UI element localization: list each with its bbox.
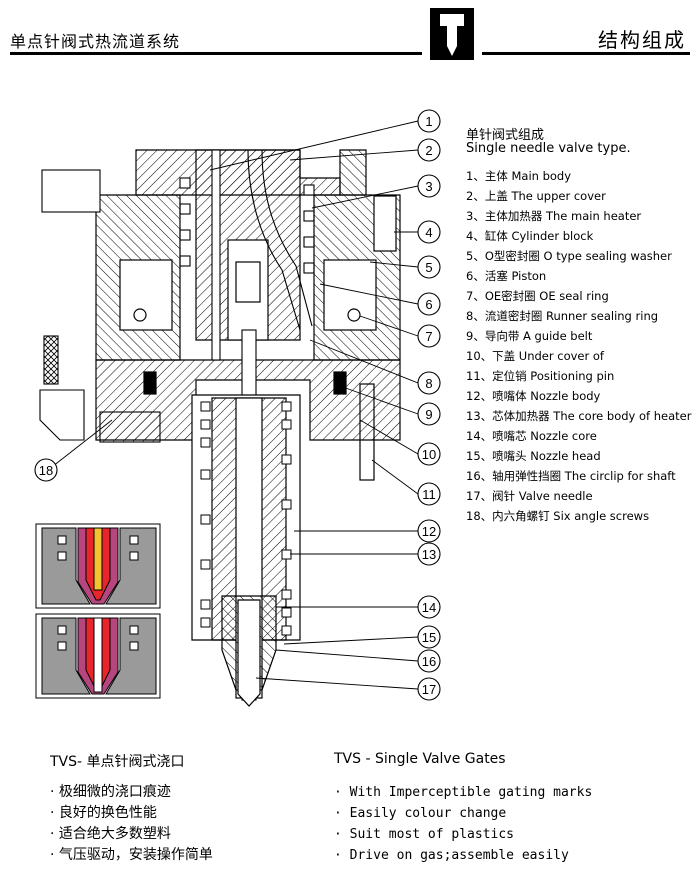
callout-12: 12 [422,524,436,539]
callout-8: 8 [425,376,432,391]
callout-10: 10 [422,447,436,462]
parts-legend: 1、主体 Main body 2、上盖 The upper cover 3、主体… [466,166,691,526]
legend-item: 5、O型密封圈 O type sealing washer [466,249,672,263]
section-title: 结构组成 [598,28,686,52]
legend-item: 9、导向带 A guide belt [466,329,593,343]
feature-item-en: · Suit most of plastics [334,827,515,842]
nozzle-heater-coil [200,401,292,636]
legend-item: 16、轴用弹性挡圈 The circlip for shaft [466,469,676,483]
features-title-en: TVS - Single Valve Gates [334,751,506,767]
legend-item: 13、芯体加热器 The core body of heater [466,409,692,423]
callout-5: 5 [425,260,432,275]
callout-16: 16 [422,654,436,669]
legend-item: 12、喷嘴体 Nozzle body [466,389,601,403]
callout-18: 18 [39,463,53,478]
legend-item: 14、喷嘴芯 Nozzle core [466,429,597,443]
legend-item: 4、缸体 Cylinder block [466,229,594,243]
callout-7: 7 [425,329,432,344]
callout-4: 4 [425,225,432,240]
heater-cable-left [39,169,161,443]
feature-item-en: · With Imperceptible gating marks [334,785,593,800]
legend-title-cn: 单针阀式组成 [466,128,545,143]
callout-3: 3 [425,179,432,194]
features-list-cn: · 极细微的浇口痕迹 · 良好的换色性能 · 适合绝大多数塑料 · 气压驱动，安… [50,782,213,866]
callout-9: 9 [425,407,432,422]
legend-item: 6、活塞 Piston [466,269,547,283]
nozzle-body [191,394,301,699]
callout-14: 14 [422,600,436,615]
legend-item: 8、流道密封圈 Runner sealing ring [466,309,659,323]
flow-channel [247,149,313,331]
legend-title-en: Single needle valve type. [466,141,631,156]
callout-circles [34,109,441,701]
feature-item-cn: · 极细微的浇口痕迹 [50,784,171,800]
feature-item-en: · Drive on gas;assemble easily [334,848,569,863]
callout-11: 11 [422,487,436,502]
document-title: 单点针阀式热流道系统 [10,32,181,51]
legend-item: 17、阀针 Valve needle [466,489,593,503]
feature-item-cn: · 气压驱动，安装操作简单 [50,847,213,863]
feature-item-cn: · 良好的换色性能 [50,805,157,821]
header-rule-left [10,52,422,55]
nozzle-logo-icon [440,14,464,56]
callout-leaders [47,120,419,690]
nozzle-tip [221,595,277,707]
legend-item: 2、上盖 The upper cover [466,189,606,203]
header-rule-right [482,52,690,55]
callout-15: 15 [422,630,436,645]
main-heater-right [303,184,315,274]
callout-2: 2 [425,143,432,158]
features-list-en: · With Imperceptible gating marks · Easi… [334,782,592,866]
callout-13: 13 [422,547,436,562]
feature-item-en: · Easily colour change [334,806,507,821]
under-cover [95,359,401,441]
callout-17: 17 [422,682,436,697]
legend-item: 7、OE密封圈 OE seal ring [466,289,609,303]
main-body [195,149,301,341]
callout-6: 6 [425,297,432,312]
legend-item: 18、内六角螺钉 Six angle screws [466,509,650,523]
legend-item: 10、下盖 Under cover of [466,349,604,363]
main-heater-left [179,177,191,267]
gate-inset-open [35,523,161,609]
feature-item-cn: · 适合绝大多数塑料 [50,826,171,842]
legend-item: 1、主体 Main body [466,169,572,183]
legend-item: 15、喷嘴头 Nozzle head [466,449,601,463]
callout-1: 1 [425,114,432,129]
legend-item: 11、定位销 Positioning pin [466,369,615,383]
gate-inset-closed [35,613,161,699]
brand-logo [430,8,474,60]
callout-numbers: 1 2 3 4 5 6 7 8 9 10 11 12 13 14 15 16 1… [39,114,436,697]
legend-item: 3、主体加热器 The main heater [466,209,642,223]
features-title-cn: TVS- 单点针阀式浇口 [50,754,185,770]
